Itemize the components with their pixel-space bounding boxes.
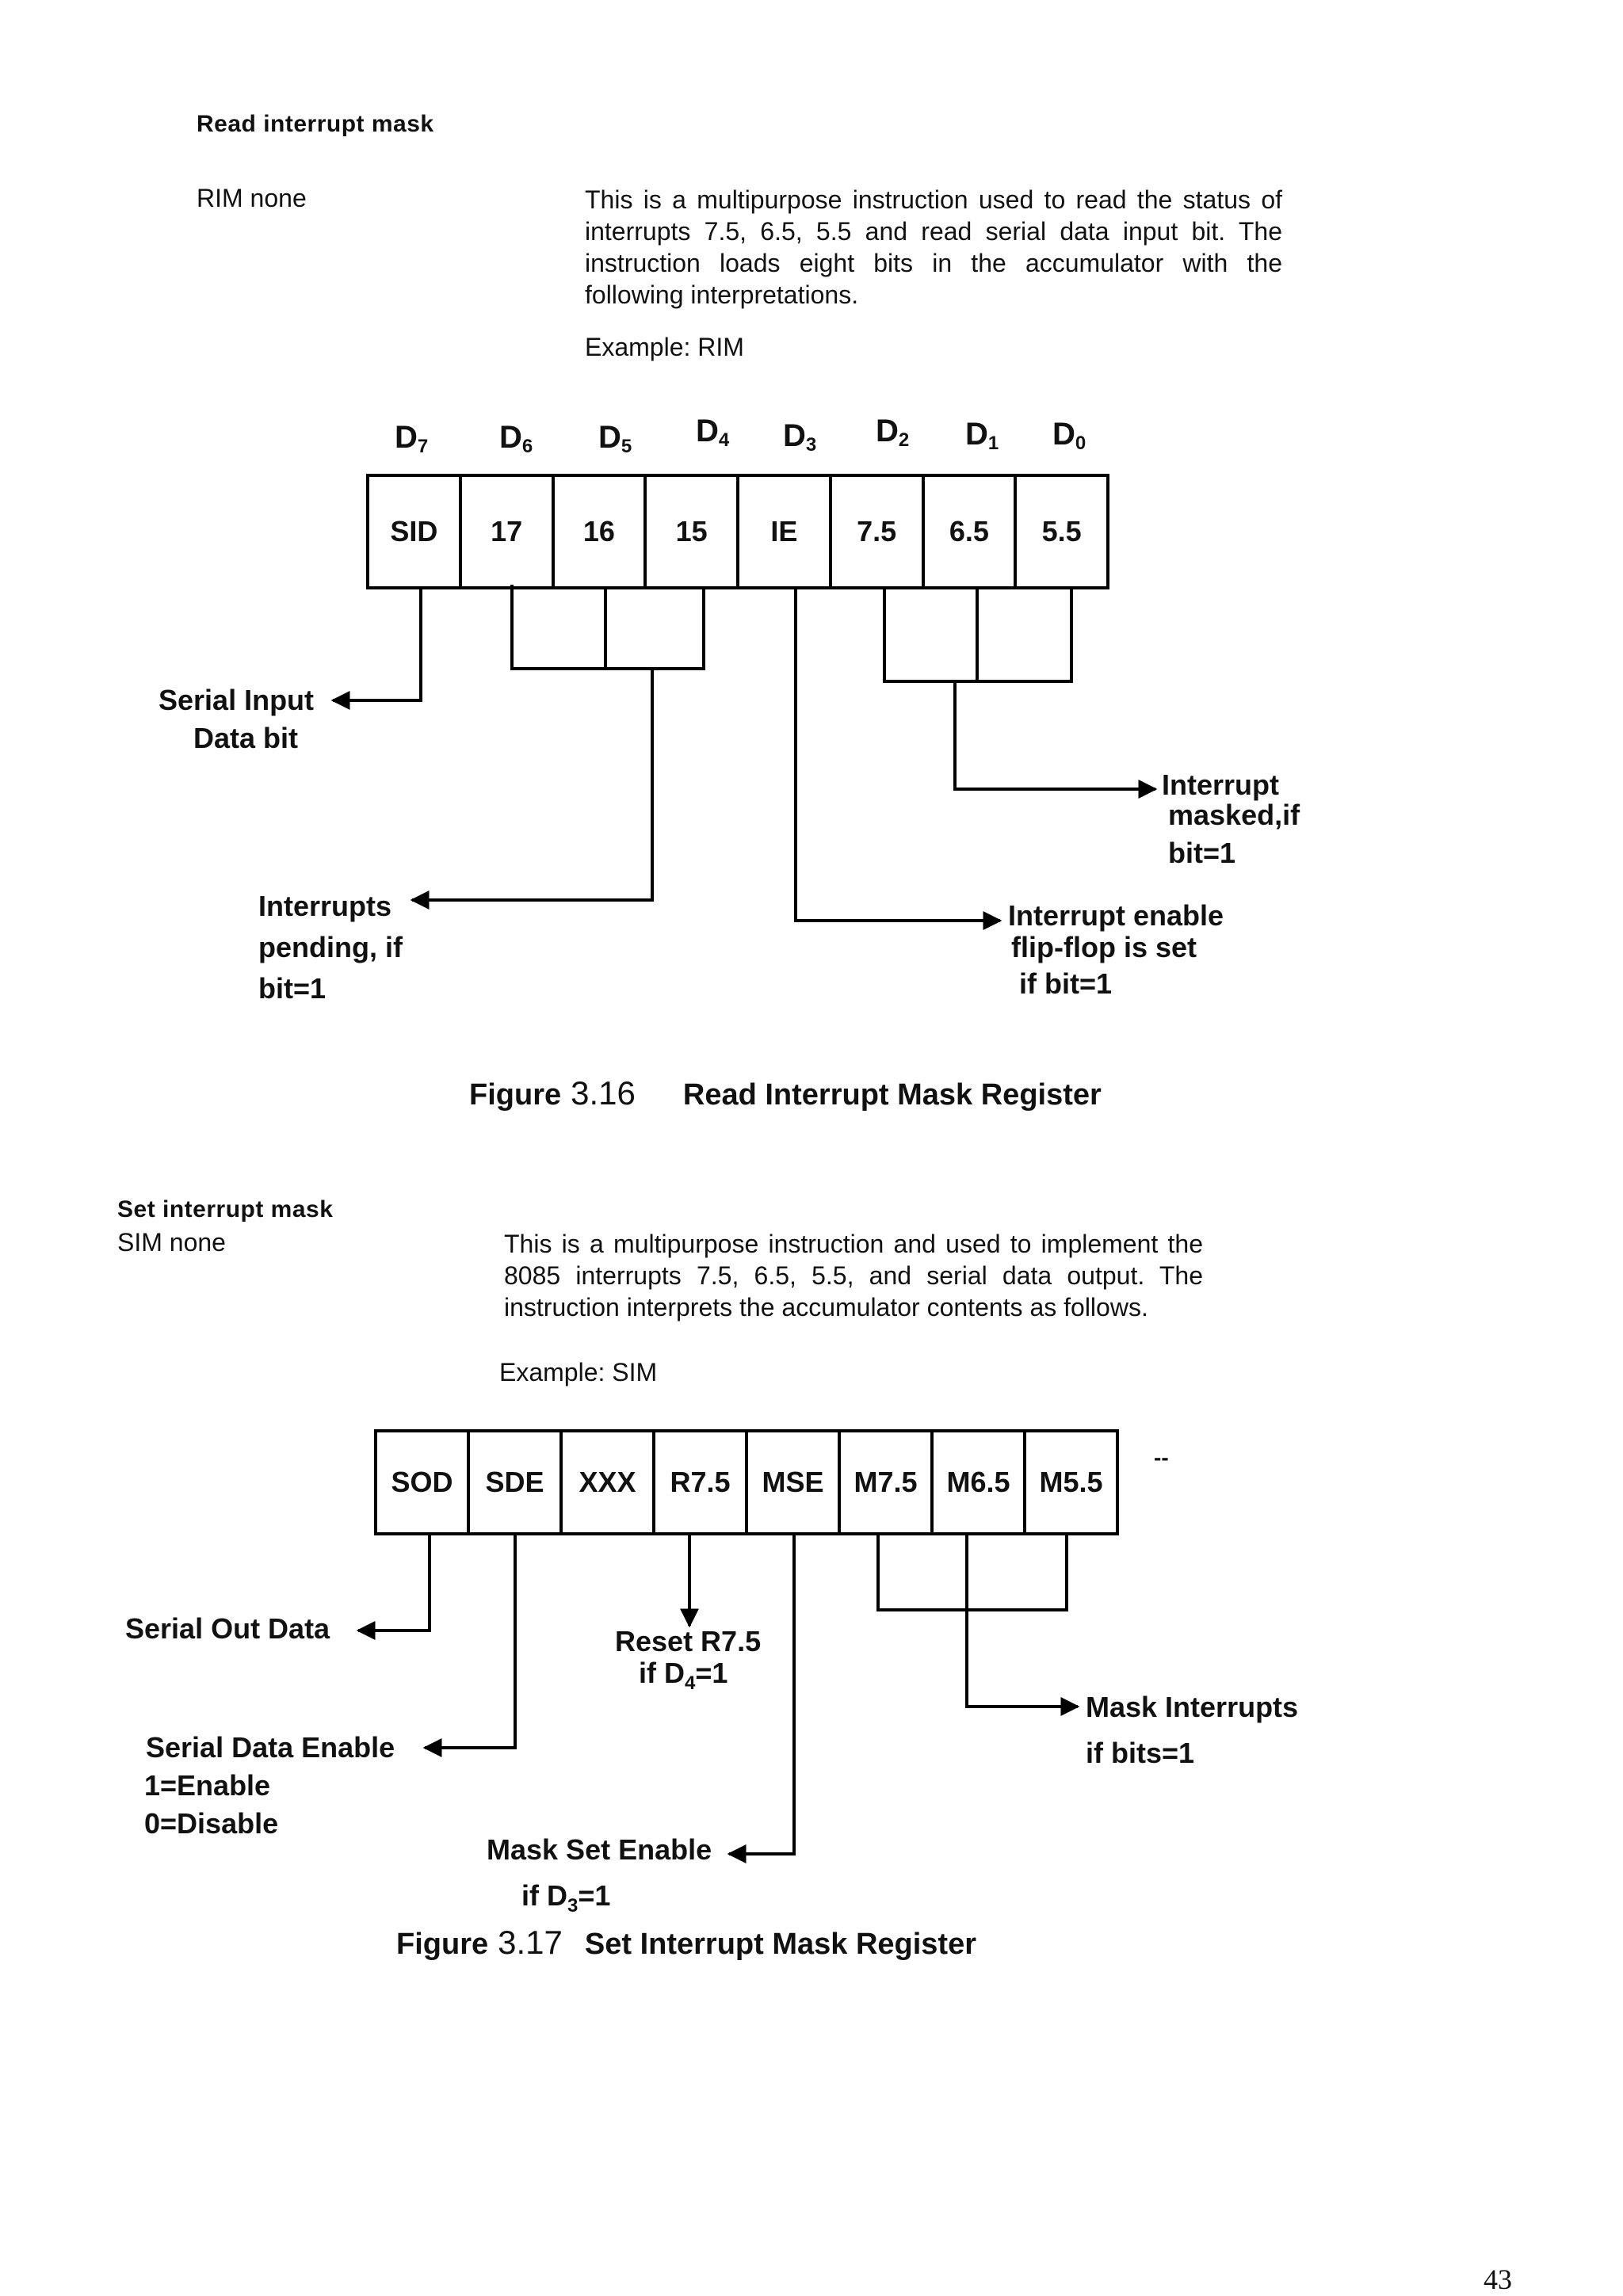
rim-interrupts-pending-label: Interrupts pending, if bit=1 (258, 890, 403, 1005)
rim-cell-ie: IE (739, 477, 832, 586)
sim-mnemonic: SIM none (117, 1228, 226, 1257)
sim-cell-m6-5: M6.5 (934, 1432, 1026, 1532)
rim-cell-17: 17 (462, 477, 555, 586)
rim-bit-label-d3: D3 (783, 418, 817, 456)
sim-example: Example: SIM (499, 1358, 658, 1386)
rim-mnemonic: RIM none (197, 184, 307, 212)
rim-cell-5-5: 5.5 (1041, 515, 1082, 547)
rim-bit-label-d0: D0 (1052, 417, 1086, 454)
sim-description: This is a multipurpose instruction and u… (504, 1230, 1203, 1322)
sim-cell-m7-5: M7.5 (841, 1432, 934, 1532)
sim-register: SOD SDE XXX R7.5 MSE M7.5 M6.5 M5.5 (374, 1429, 1119, 1535)
rim-bit-label-d2: D2 (876, 414, 910, 451)
rim-cell-6-5: 6.5 (925, 477, 1018, 586)
sim-cell-sde: SDE (470, 1432, 563, 1532)
rim-cell-15: 15 (647, 477, 739, 586)
sim-cell-sod: SOD (377, 1432, 470, 1532)
rim-example: Example: RIM (585, 333, 744, 361)
rim-cell-16: 16 (555, 477, 647, 586)
rim-interrupt-masked-label: Interrupt masked,if bit=1 (1162, 769, 1300, 869)
sim-mask-interrupts-label: Mask Interrupts if bits=1 (1086, 1691, 1299, 1769)
sim-cell-xxx: XXX (563, 1432, 655, 1532)
rim-cell-sid: SID (369, 477, 462, 586)
rim-bit-label-d6: D6 (499, 420, 533, 457)
rim-heading: Read interrupt mask (197, 111, 434, 137)
sim-cell-m5-5: M5.5 (1039, 1466, 1103, 1498)
sim-cell-r7-5: R7.5 (655, 1432, 748, 1532)
sim-heading: Set interrupt mask (117, 1196, 334, 1222)
page-number: 43 (1484, 2264, 1512, 2295)
sim-cell-mse: MSE (748, 1432, 841, 1532)
sim-dash-mark: -- (1154, 1445, 1169, 1470)
sim-mask-set-enable-label: Mask Set Enable if D3=1 (487, 1833, 712, 1917)
sim-serial-data-enable-label: Serial Data Enable 1=Enable 0=Disable (144, 1731, 395, 1840)
rim-cell-7-5: 7.5 (832, 477, 925, 586)
rim-interrupt-enable-label: Interrupt enable flip-flop is set if bit… (1008, 899, 1224, 1000)
sim-serial-out-label: Serial Out Data (125, 1612, 330, 1645)
rim-bit-label-d5: D5 (598, 420, 632, 457)
rim-description: This is a multipurpose instruction used … (585, 185, 1282, 309)
rim-bit-label-d4: D4 (696, 414, 730, 451)
rim-bit-label-d7: D7 (395, 420, 429, 457)
rim-register: SID 17 16 15 IE 7.5 6.5 5.5 (366, 474, 1109, 589)
sim-reset-r75-label: Reset R7.5 if D4=1 (615, 1625, 762, 1695)
rim-serial-input-label: Serial Input Data bit (158, 684, 315, 754)
rim-bit-label-d1: D1 (965, 417, 999, 454)
